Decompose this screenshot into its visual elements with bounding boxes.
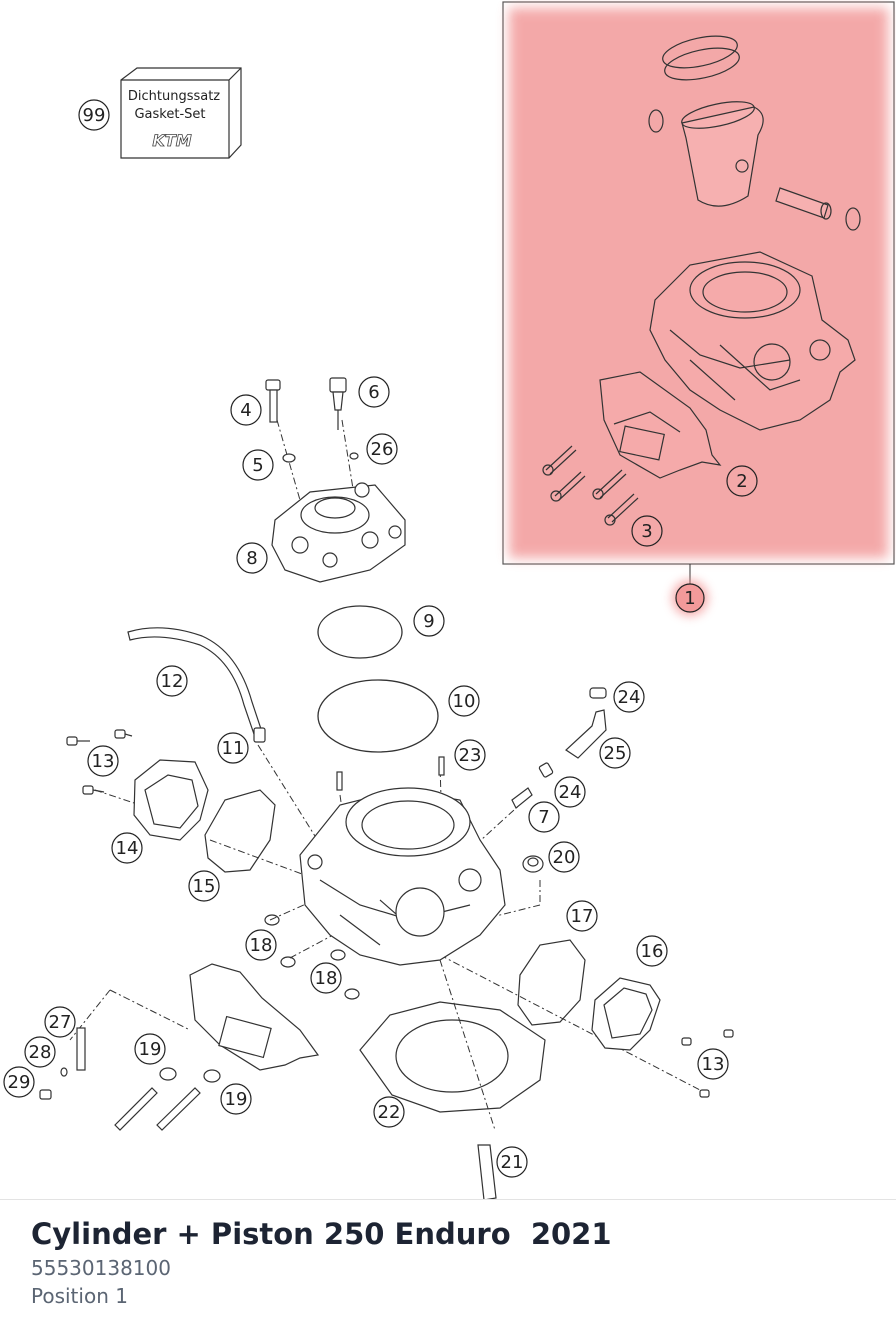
callout-5[interactable]: 5 [242, 449, 274, 481]
callout-18-upper[interactable]: 18 [245, 929, 277, 961]
svg-text:19: 19 [225, 1089, 248, 1110]
callout-15[interactable]: 15 [188, 870, 220, 902]
callout-24-top[interactable]: 24 [613, 681, 645, 713]
callout-23[interactable]: 23 [454, 739, 486, 771]
svg-text:19: 19 [139, 1039, 162, 1060]
svg-text:27: 27 [49, 1012, 72, 1033]
callout-24-mid[interactable]: 24 [554, 776, 586, 808]
position-label: Position 1 [31, 1284, 128, 1308]
callout-9[interactable]: 9 [413, 605, 445, 637]
callout-99[interactable]: 99 [78, 99, 110, 131]
svg-text:9: 9 [423, 611, 434, 632]
callout-8[interactable]: 8 [236, 542, 268, 574]
callout-6[interactable]: 6 [358, 376, 390, 408]
main-cylinder[interactable] [299, 756, 506, 966]
svg-text:4: 4 [240, 400, 251, 421]
callout-14[interactable]: 14 [111, 832, 143, 864]
intake-manifold[interactable] [39, 963, 320, 1131]
svg-text:18: 18 [250, 935, 273, 956]
svg-text:6: 6 [368, 382, 379, 403]
valve-cover-right[interactable] [517, 939, 734, 1098]
callout-13-left[interactable]: 13 [87, 745, 119, 777]
svg-text:8: 8 [246, 548, 257, 569]
washers[interactable] [264, 914, 360, 1000]
svg-text:26: 26 [371, 439, 394, 460]
callout-11[interactable]: 11 [217, 732, 249, 764]
part-info: Cylinder + Piston 250 Enduro 2021 555301… [31, 1214, 881, 1310]
gasket-set-box[interactable]: Dichtungssatz Gasket-Set KTM [120, 67, 242, 159]
callout-4[interactable]: 4 [230, 394, 262, 426]
svg-text:21: 21 [501, 1152, 524, 1173]
divider [0, 1199, 896, 1200]
callout-18-lower[interactable]: 18 [310, 962, 342, 994]
callout-19-upper[interactable]: 19 [134, 1033, 166, 1065]
gasket-set-label-de: Dichtungssatz [128, 89, 220, 104]
svg-text:3: 3 [641, 521, 652, 542]
callout-2[interactable]: 2 [726, 465, 758, 497]
svg-text:7: 7 [538, 807, 549, 828]
ktm-logo: KTM [152, 131, 191, 150]
cylinder-head[interactable] [265, 377, 406, 583]
piston-cylinder-drawing [542, 35, 861, 526]
exploded-parts-diagram: Dichtungssatz Gasket-Set KTM [3, 1, 895, 1200]
svg-text:11: 11 [222, 738, 245, 759]
svg-text:29: 29 [8, 1072, 31, 1093]
callout-22[interactable]: 22 [373, 1096, 405, 1128]
valve-cover-left[interactable] [66, 729, 276, 873]
callouts: 99 1 2 3 4 5 6 26 8 9 10 12 11 13 14 15 … [3, 99, 758, 1178]
svg-text:10: 10 [453, 691, 476, 712]
svg-text:18: 18 [315, 968, 338, 989]
callout-25[interactable]: 25 [599, 737, 631, 769]
callout-21[interactable]: 21 [496, 1146, 528, 1178]
callout-28[interactable]: 28 [24, 1036, 56, 1068]
callout-13-right[interactable]: 13 [697, 1048, 729, 1080]
callout-3[interactable]: 3 [631, 515, 663, 547]
svg-text:13: 13 [702, 1054, 725, 1075]
breather-hose[interactable] [127, 627, 266, 743]
callout-26[interactable]: 26 [366, 433, 398, 465]
callout-17[interactable]: 17 [566, 900, 598, 932]
callout-1[interactable]: 1 [672, 580, 708, 616]
svg-text:24: 24 [618, 687, 641, 708]
head-o-rings[interactable] [317, 605, 439, 753]
svg-text:2: 2 [736, 471, 747, 492]
svg-text:16: 16 [641, 941, 664, 962]
callout-10[interactable]: 10 [448, 685, 480, 717]
svg-text:23: 23 [459, 745, 482, 766]
callout-16[interactable]: 16 [636, 935, 668, 967]
callout-29[interactable]: 29 [3, 1066, 35, 1098]
svg-text:15: 15 [193, 876, 216, 897]
callout-20[interactable]: 20 [548, 841, 580, 873]
svg-text:20: 20 [553, 847, 576, 868]
svg-text:25: 25 [604, 743, 627, 764]
svg-text:1: 1 [684, 588, 695, 609]
svg-text:13: 13 [92, 751, 115, 772]
svg-text:5: 5 [252, 455, 263, 476]
page-title: Cylinder + Piston 250 Enduro 2021 [31, 1217, 612, 1251]
part-number: 55530138100 [31, 1256, 171, 1280]
svg-text:28: 28 [29, 1042, 52, 1063]
callout-7[interactable]: 7 [528, 801, 560, 833]
svg-text:14: 14 [116, 838, 139, 859]
callout-27[interactable]: 27 [44, 1006, 76, 1038]
svg-text:12: 12 [161, 671, 184, 692]
callout-12[interactable]: 12 [156, 665, 188, 697]
right-fittings[interactable] [511, 687, 607, 873]
svg-text:17: 17 [571, 906, 594, 927]
gasket-set-label-en: Gasket-Set [134, 107, 205, 122]
svg-text:22: 22 [378, 1102, 401, 1123]
base-gasket[interactable] [359, 1001, 546, 1200]
callout-19-lower[interactable]: 19 [220, 1083, 252, 1115]
svg-text:99: 99 [83, 105, 106, 126]
svg-text:24: 24 [559, 782, 582, 803]
